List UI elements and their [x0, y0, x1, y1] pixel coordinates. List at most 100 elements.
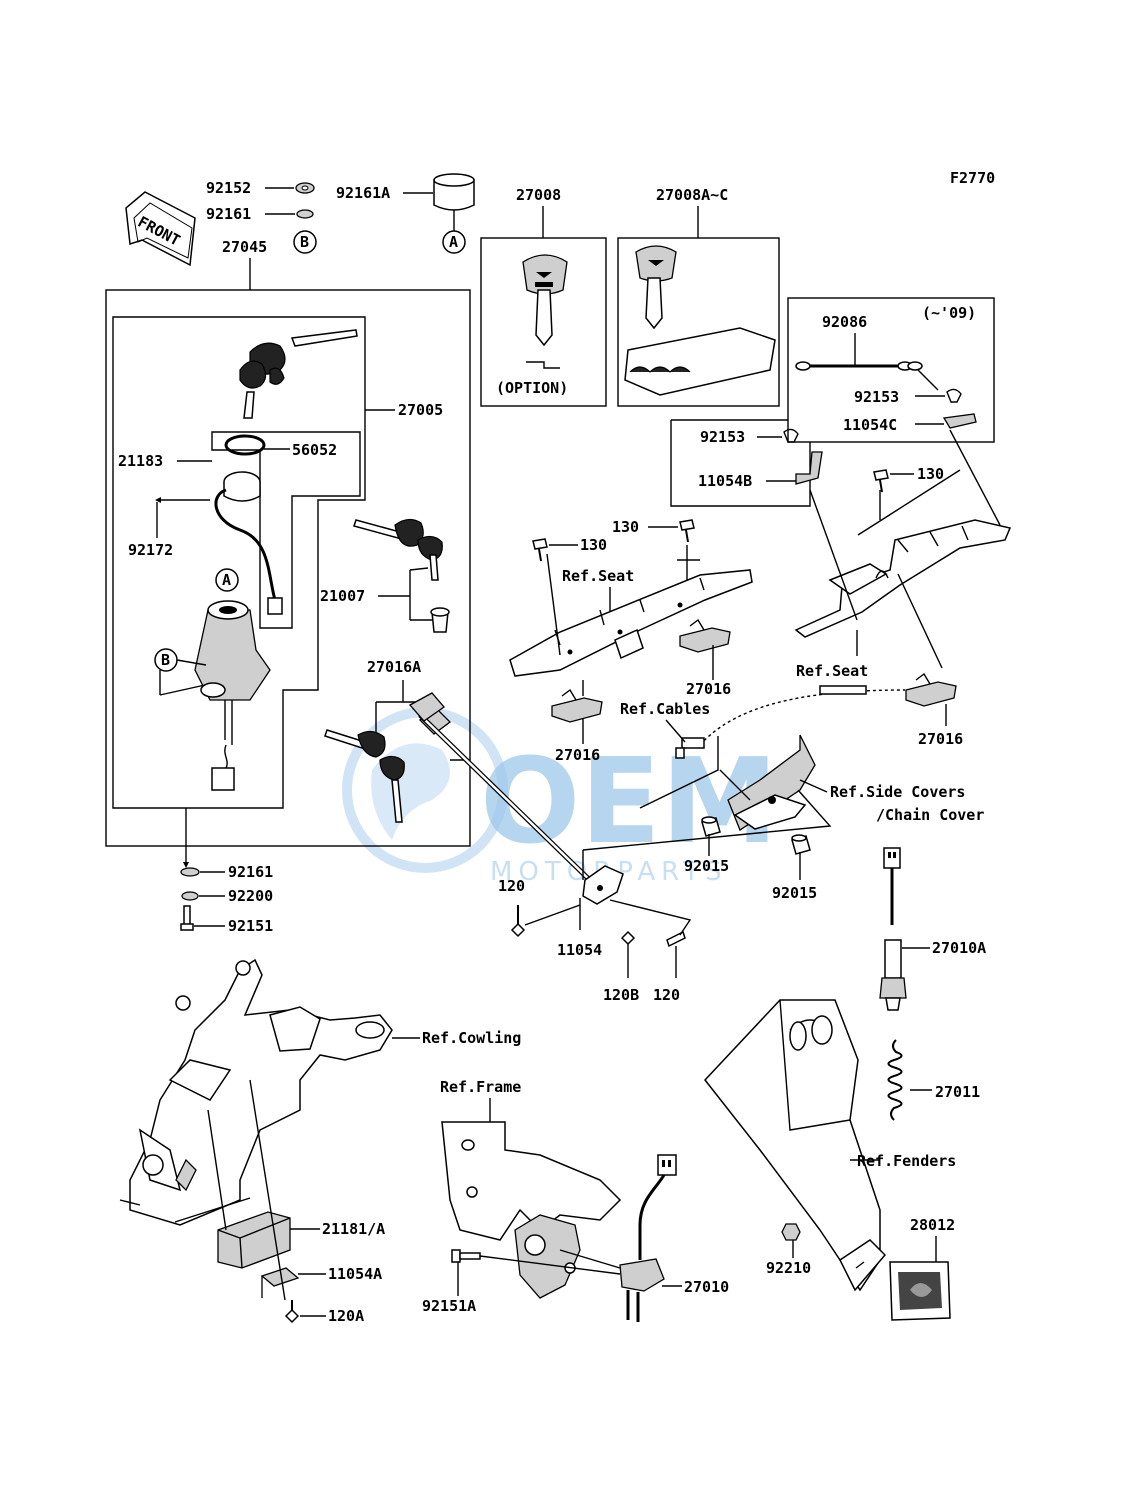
label-92161A: 92161A	[336, 184, 390, 202]
o-ring-56052	[224, 434, 266, 456]
ref-side-covers: Ref.Side Covers	[830, 783, 965, 801]
key-box-27008	[480, 237, 607, 407]
clip-27016-b	[551, 688, 603, 723]
washer-92161-bottom	[180, 867, 200, 877]
marker-b-top: B	[300, 233, 309, 251]
bracket-11054A	[260, 1267, 300, 1298]
ref-frame: Ref.Frame	[440, 1078, 521, 1096]
label-120-b: 120	[653, 986, 680, 1004]
label-27010: 27010	[684, 1278, 729, 1296]
bolt-120B	[620, 930, 636, 946]
label-120-a: 120	[498, 877, 525, 895]
frame-section	[441, 1121, 622, 1299]
label-120B: 120B	[603, 986, 639, 1004]
keys-21007	[353, 518, 450, 633]
label-27011: 27011	[935, 1083, 980, 1101]
label-130-b: 130	[612, 518, 639, 536]
bolt-92151	[180, 905, 194, 931]
label-27016-a: 27016	[686, 680, 731, 698]
label-27016-c: 27016	[918, 730, 963, 748]
nut-92210	[781, 1223, 801, 1241]
rod-11054	[408, 692, 624, 905]
ref-cables: Ref.Cables	[620, 700, 710, 718]
label-92086: 92086	[822, 313, 867, 331]
label-21007: 21007	[320, 587, 365, 605]
label-21183: 21183	[118, 452, 163, 470]
label-130-a: 130	[917, 465, 944, 483]
label-11054: 11054	[557, 941, 602, 959]
label-92210: 92210	[766, 1259, 811, 1277]
label-27010A: 27010A	[932, 939, 986, 957]
spring-27011	[887, 1039, 903, 1121]
clip-27016-c	[905, 672, 957, 707]
label-11054A: 11054A	[328, 1265, 382, 1283]
bolt-130-c	[532, 538, 548, 562]
label-92153-a: 92153	[854, 388, 899, 406]
year-note: (~'09)	[922, 304, 976, 322]
box-92086	[787, 297, 995, 443]
label-92152: 92152	[206, 179, 251, 197]
label-28012: 28012	[910, 1216, 955, 1234]
clip-27016-a	[679, 618, 731, 653]
key-27008-icon	[522, 254, 568, 347]
label-27005: 27005	[398, 401, 443, 419]
seat-bracket-left	[509, 569, 753, 677]
washer-92200	[181, 891, 199, 901]
bolt-130-a	[873, 469, 889, 493]
ignition-switch	[194, 600, 271, 791]
label-92200: 92200	[228, 887, 273, 905]
key-box-27008AC	[617, 237, 780, 407]
label-92172: 92172	[128, 541, 173, 559]
bolt-130-b	[679, 519, 695, 543]
side-cover-bracket	[727, 734, 816, 831]
keys-27016A	[324, 709, 451, 823]
label-27008: 27008	[516, 186, 561, 204]
bolt-120-a	[510, 905, 526, 938]
label-11054B: 11054B	[698, 472, 752, 490]
key-set-27005	[239, 329, 358, 419]
cable-end	[675, 737, 705, 759]
label-27008AC: 27008A~C	[656, 186, 728, 204]
label-130-c: 130	[580, 536, 607, 554]
label-56052: 56052	[292, 441, 337, 459]
front-arrow-icon: FRONT	[125, 191, 196, 267]
label-21181A: 21181/A	[322, 1220, 385, 1238]
seat-bracket-right	[794, 519, 1012, 638]
washer-92161-top	[296, 209, 314, 219]
ref-cowling: Ref.Cowling	[422, 1029, 521, 1047]
label-92151: 92151	[228, 917, 273, 935]
label-27016A: 27016A	[367, 658, 421, 676]
switch-27010	[619, 1154, 677, 1322]
marker-a-lock: A	[222, 571, 231, 589]
label-92153-b: 92153	[700, 428, 745, 446]
ref-seat-b: Ref.Seat	[796, 662, 868, 680]
cable-92086	[795, 361, 923, 371]
label-92161-top: 92161	[206, 205, 251, 223]
switch-21183	[214, 471, 283, 615]
label-11054C: 11054C	[843, 416, 897, 434]
washer-92152	[295, 182, 315, 194]
label-120A: 120A	[328, 1307, 364, 1325]
switch-27010A	[879, 847, 907, 1011]
cowling-bracket	[119, 958, 393, 1226]
option-label: (OPTION)	[496, 379, 568, 397]
cap-92161A	[433, 173, 475, 211]
ref-seat-a: Ref.Seat	[562, 567, 634, 585]
marker-a-top: A	[449, 233, 458, 251]
bolt-120A	[284, 1300, 300, 1324]
bolt-120-b	[666, 930, 686, 948]
marker-b-lock: B	[161, 651, 170, 669]
bolt-92151A	[451, 1249, 481, 1263]
reflector-28012	[889, 1261, 951, 1321]
diagram-code: F2770	[950, 169, 995, 187]
label-92161-bottom: 92161	[228, 863, 273, 881]
key-27008AC-icon	[624, 245, 776, 396]
label-92015-b: 92015	[772, 884, 817, 902]
label-27016-b: 27016	[555, 746, 600, 764]
label-27045: 27045	[222, 238, 267, 256]
spacer-92015-a	[701, 816, 721, 837]
ref-chain-cover: /Chain Cover	[876, 806, 984, 824]
ref-fenders: Ref.Fenders	[857, 1152, 956, 1170]
fender	[704, 999, 887, 1292]
